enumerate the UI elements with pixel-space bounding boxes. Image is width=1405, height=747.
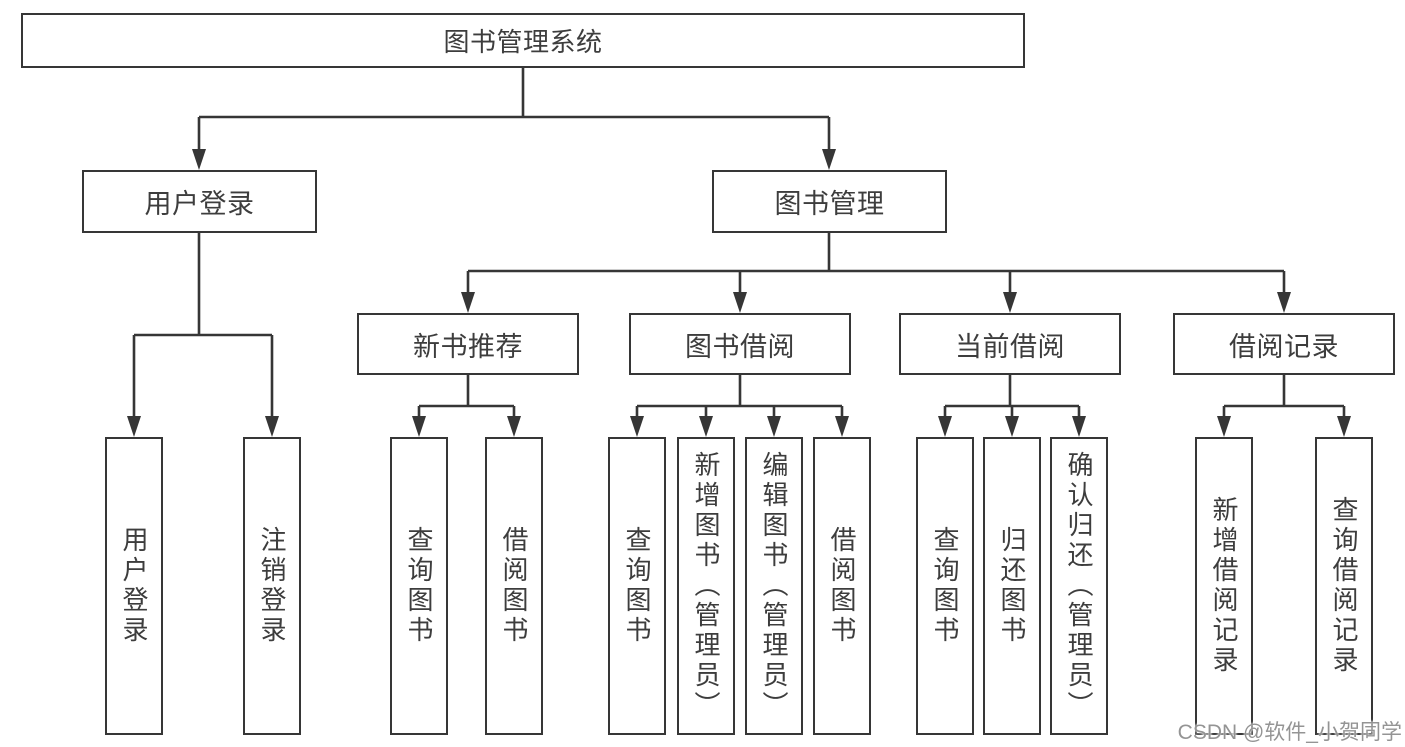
node-label: 借阅记录 bbox=[1229, 331, 1339, 362]
node-label: 图书借阅 bbox=[685, 331, 795, 362]
leaf-confirm-return-admin: 确认归还（管理员） bbox=[1050, 437, 1108, 735]
leaf-label: 借阅图书 bbox=[499, 526, 529, 646]
leaf-label: 查询图书 bbox=[622, 526, 652, 646]
leaf-label: 归还图书 bbox=[997, 526, 1027, 646]
csdn-watermark: CSDN @软件_小贺同学 bbox=[1177, 721, 1402, 744]
node-book-management: 图书管理 bbox=[712, 170, 947, 233]
node-label: 新书推荐 bbox=[413, 331, 523, 362]
leaf-borrow-books-borrowing: 借阅图书 bbox=[813, 437, 871, 735]
leaf-logout: 注销登录 bbox=[243, 437, 301, 735]
leaf-return-book: 归还图书 bbox=[983, 437, 1041, 735]
leaf-borrow-books-recommend: 借阅图书 bbox=[485, 437, 543, 735]
leaf-edit-book-admin: 编辑图书（管理员） bbox=[745, 437, 803, 735]
leaf-label: 新增借阅记录 bbox=[1209, 496, 1239, 676]
leaf-label: 新增图书（管理员） bbox=[691, 451, 721, 721]
leaf-query-books-current: 查询图书 bbox=[916, 437, 974, 735]
node-label: 图书管理系统 bbox=[443, 27, 603, 57]
leaf-user-login: 用户登录 bbox=[105, 437, 163, 735]
leaf-label: 确认归还（管理员） bbox=[1064, 451, 1094, 721]
node-current-borrowing: 当前借阅 bbox=[899, 313, 1121, 375]
tree-wires bbox=[132, 68, 1346, 418]
leaf-label: 查询图书 bbox=[404, 526, 434, 646]
node-library-management-system: 图书管理系统 bbox=[21, 13, 1025, 68]
leaf-label: 编辑图书（管理员） bbox=[759, 451, 789, 721]
node-book-borrowing: 图书借阅 bbox=[629, 313, 851, 375]
node-label: 用户登录 bbox=[144, 189, 255, 219]
node-borrowing-records: 借阅记录 bbox=[1173, 313, 1395, 375]
leaf-label: 查询借阅记录 bbox=[1329, 496, 1359, 676]
leaf-add-book-admin: 新增图书（管理员） bbox=[677, 437, 735, 735]
leaf-label: 借阅图书 bbox=[827, 526, 857, 646]
leaf-label: 注销登录 bbox=[257, 526, 287, 646]
leaf-query-books-recommend: 查询图书 bbox=[390, 437, 448, 735]
node-label: 当前借阅 bbox=[955, 331, 1065, 362]
node-user-login: 用户登录 bbox=[82, 170, 317, 233]
leaf-label: 查询图书 bbox=[930, 526, 960, 646]
leaf-query-books-borrowing: 查询图书 bbox=[608, 437, 666, 735]
leaf-add-borrow-record: 新增借阅记录 bbox=[1195, 437, 1253, 735]
node-label: 图书管理 bbox=[774, 189, 885, 219]
leaf-label: 用户登录 bbox=[119, 526, 149, 646]
node-new-book-recommendation: 新书推荐 bbox=[357, 313, 579, 375]
leaf-query-borrow-record: 查询借阅记录 bbox=[1315, 437, 1373, 735]
arrowheads bbox=[127, 149, 1351, 437]
